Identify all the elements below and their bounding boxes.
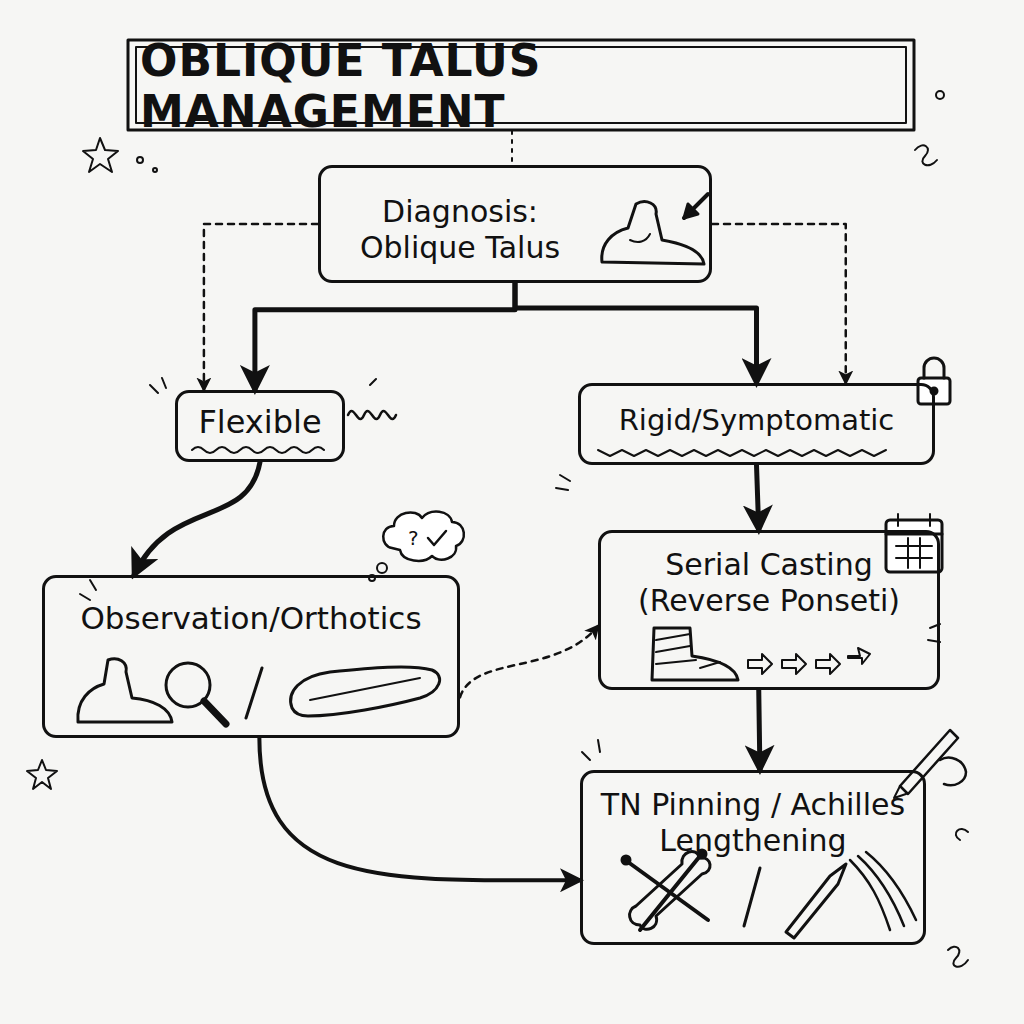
pen-icon: [900, 730, 958, 794]
spring-icon: [348, 411, 396, 419]
bubble-symbol: ?: [408, 526, 419, 550]
insole-icon: [291, 667, 440, 716]
bubble-check: [428, 531, 446, 545]
flow-arrow: [759, 690, 760, 770]
star-doodle: [27, 760, 57, 789]
pin-icon: [628, 862, 708, 920]
swirl-doodle: [948, 947, 968, 967]
node-label: Diagnosis: Oblique Talus: [331, 194, 589, 266]
squiggle-underline: [192, 447, 324, 453]
pointer-arrow: [684, 204, 698, 218]
calendar-icon: [896, 514, 932, 568]
swirl-doodle: [915, 145, 937, 165]
lock-icon: [924, 358, 944, 378]
bubble-dot: [377, 563, 387, 573]
magnifier-icon: [204, 701, 226, 724]
title-frame: [128, 40, 914, 130]
dot-doodle: [137, 157, 143, 163]
dashed-arrow: [712, 224, 846, 383]
progress-arrow: [816, 654, 840, 674]
progress-arrow: [748, 654, 772, 674]
title-frame-inner: [136, 47, 906, 123]
sketch-decor: ?: [27, 40, 968, 967]
foot-icon: [78, 659, 172, 722]
pin-icon: [640, 856, 700, 930]
progress-arrow: [782, 654, 806, 674]
foot-icon: [602, 202, 704, 264]
dashed-arrow: [204, 224, 318, 390]
foot-icon: [630, 234, 650, 242]
hand-icon: [940, 758, 966, 786]
tendon-icon: [850, 852, 916, 930]
zigzag-underline: [598, 450, 886, 456]
flow-arrow: [134, 462, 260, 575]
thought-bubble: [383, 512, 464, 561]
condition-box: Rigid/Symptomatic: [578, 383, 935, 465]
scalpel-icon: [786, 864, 846, 938]
flow-arrow: [757, 465, 759, 530]
insole-icon: [310, 678, 420, 700]
flow-arrow: [259, 738, 580, 880]
motion-marks: [80, 580, 96, 600]
slash-mark: [246, 668, 262, 718]
title-text: OBLIQUE TALUS MANAGEMENT: [140, 50, 904, 122]
star-doodle: [83, 138, 118, 172]
treatment-box: Serial Casting (Reverse Ponseti): [598, 530, 940, 690]
slash-mark: [744, 868, 760, 926]
magnifier-icon: [166, 663, 210, 707]
node-label: Observation/Orthotics: [80, 600, 421, 637]
flow-arrow: [515, 283, 757, 383]
swirl-doodle: [956, 829, 968, 840]
progress-arrow: [848, 648, 870, 664]
dashed-arrow: [460, 626, 598, 697]
flow-arrow: [255, 283, 515, 390]
bone-icon: [630, 851, 710, 929]
node-label: Flexible: [198, 403, 321, 441]
cast-icon: [652, 628, 738, 680]
diagnosis-box: Diagnosis: Oblique Talus: [318, 165, 712, 283]
dot-doodle: [936, 91, 944, 99]
surgery-box: TN Pinning / Achilles Lengthening: [580, 770, 926, 945]
treatment-box: Observation/Orthotics: [42, 575, 460, 738]
node-label: Serial Casting (Reverse Ponseti): [609, 547, 929, 619]
motion-marks: [556, 475, 570, 490]
pointer-arrow: [684, 194, 708, 218]
node-label: TN Pinning / Achilles Lengthening: [591, 787, 915, 859]
dot-doodle: [153, 168, 157, 172]
calendar-icon: [886, 520, 942, 572]
motion-marks: [582, 740, 600, 760]
condition-box: Flexible: [175, 390, 345, 462]
dotted-link: [511, 131, 513, 163]
cast-icon: [656, 634, 720, 668]
node-label: Rigid/Symptomatic: [619, 403, 895, 438]
pin-icon: [622, 856, 630, 864]
